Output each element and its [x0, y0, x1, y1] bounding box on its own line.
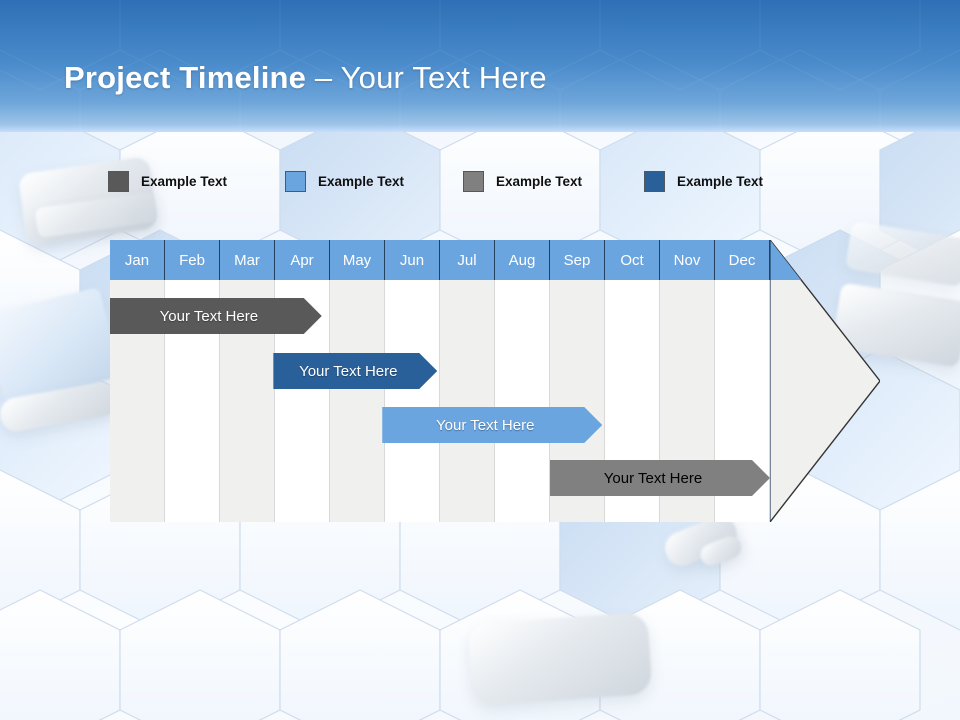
task-bar-label: Your Text Here	[603, 469, 703, 487]
month-header-apr[interactable]: Apr	[275, 240, 330, 280]
timeline-column-jun	[385, 280, 440, 522]
month-header-feb[interactable]: Feb	[165, 240, 220, 280]
page-title-separator: –	[306, 60, 341, 95]
decorative-equipment-shape	[467, 611, 653, 707]
task-bar-2[interactable]: Your Text Here	[273, 353, 437, 389]
legend-item-1[interactable]: Example Text	[108, 168, 227, 194]
month-header-aug[interactable]: Aug	[495, 240, 550, 280]
page-title-bold: Project Timeline	[64, 60, 307, 95]
task-bar-3[interactable]: Your Text Here	[382, 407, 602, 443]
task-bar-1[interactable]: Your Text Here	[110, 298, 322, 334]
month-header-sep[interactable]: Sep	[550, 240, 605, 280]
legend-label: Example Text	[141, 173, 228, 189]
month-header-jun[interactable]: Jun	[385, 240, 440, 280]
legend-swatch-icon	[644, 170, 665, 192]
task-bar-label: Your Text Here	[159, 307, 259, 325]
legend-label: Example Text	[318, 173, 405, 189]
legend-label: Example Text	[496, 173, 583, 189]
month-header-jul[interactable]: Jul	[440, 240, 495, 280]
month-header-may[interactable]: May	[330, 240, 385, 280]
legend-item-3[interactable]: Example Text	[463, 168, 582, 194]
legend-item-2[interactable]: Example Text	[285, 168, 404, 194]
month-header-nov[interactable]: Nov	[660, 240, 715, 280]
month-header-oct[interactable]: Oct	[605, 240, 660, 280]
task-bar-label: Your Text Here	[299, 362, 398, 380]
title-banner: Project Timeline – Your Text Here	[0, 0, 960, 132]
task-bar-arrow-icon	[273, 353, 437, 389]
timeline-column-jul	[440, 280, 495, 522]
task-bar-label: Your Text Here	[436, 416, 535, 434]
legend-label: Example Text	[677, 173, 764, 189]
task-bar-arrow-icon	[110, 298, 322, 334]
legend-swatch-icon	[108, 170, 129, 192]
month-header-mar[interactable]: Mar	[220, 240, 275, 280]
legend-item-4[interactable]: Example Text	[644, 168, 763, 194]
task-bar-4[interactable]: Your Text Here	[550, 460, 770, 496]
timeline-column-aug	[495, 280, 550, 522]
task-bar-arrow-icon	[382, 407, 602, 443]
task-bar-arrow-icon	[550, 460, 770, 496]
month-header-dec[interactable]: Dec	[715, 240, 770, 280]
month-header-jan[interactable]: Jan	[110, 240, 165, 280]
page-title-light: Your Text Here	[340, 60, 547, 95]
banner-hexagon-pattern-icon	[0, 0, 960, 132]
legend: Example Text Example Text Example Text Exam…	[108, 168, 828, 196]
legend-swatch-icon	[463, 170, 484, 192]
page-title: Project Timeline – Your Text Here	[64, 58, 547, 98]
timeline-column-may	[330, 280, 385, 522]
legend-swatch-icon	[285, 170, 306, 192]
